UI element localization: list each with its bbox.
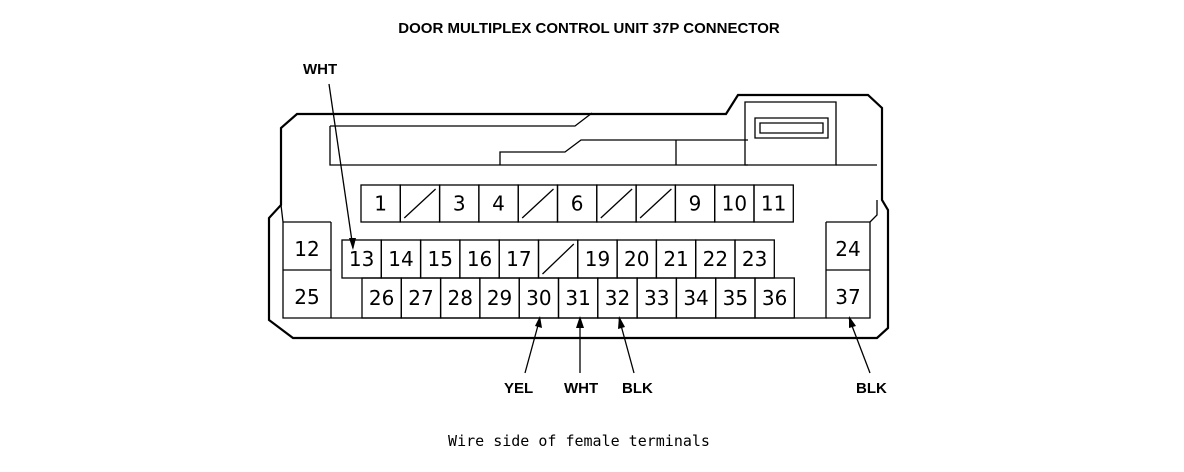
diagram-caption: Wire side of female terminals: [448, 432, 710, 450]
leader-pin30: [524, 317, 541, 374]
pin-label: 17: [506, 247, 531, 271]
leader-arrow-pin37: [849, 316, 856, 328]
pin-label: 20: [624, 247, 649, 271]
pin-label: 30: [526, 286, 551, 310]
wire-leaders: [328, 83, 871, 374]
pin-label: 37: [835, 285, 860, 309]
pin-label: 1: [374, 192, 387, 216]
unused-pin-slash: [639, 188, 672, 219]
pin-label: 29: [487, 286, 512, 310]
wire-label-pin30: YEL: [504, 380, 533, 397]
pin-label: 31: [565, 286, 590, 310]
unused-pin-slash: [542, 243, 575, 275]
pin-side-columns: 12 25 24 37: [294, 237, 860, 309]
pin-label: 15: [428, 247, 453, 271]
pin-label: 23: [742, 247, 767, 271]
leader-arrow-pin30: [535, 316, 542, 328]
pin-label: 33: [644, 286, 669, 310]
pin-label: 12: [294, 237, 319, 261]
unused-pin-slash: [521, 188, 554, 219]
pin-label: 32: [605, 286, 630, 310]
leader-pin37: [848, 317, 871, 374]
connector-latch: [329, 101, 877, 166]
pin-row-top: 1 3 4 6 9 10 11: [360, 184, 794, 223]
pin-label: 14: [388, 247, 413, 271]
pin-label: 6: [571, 192, 584, 216]
wire-label-pin31: WHT: [564, 380, 598, 397]
connector-housing: [267, 93, 890, 340]
pin-label: 16: [467, 247, 492, 271]
pin-label: 35: [723, 286, 748, 310]
pin-label: 34: [683, 286, 708, 310]
leader-arrow-pin31: [576, 316, 584, 328]
pin-label: 3: [453, 192, 466, 216]
wire-label-pin32: BLK: [622, 380, 653, 397]
pin-row-middle: 13 14 15 16 17 19 20 21 22 23: [341, 239, 775, 279]
pin-label: 13: [349, 247, 374, 271]
pin-row-bottom: 26 27 28 29 30 31 32 33 34 35 36: [361, 277, 795, 319]
diagram-title: DOOR MULTIPLEX CONTROL UNIT 37P CONNECTO…: [398, 20, 780, 37]
pin-label: 19: [585, 247, 610, 271]
unused-pin-slash: [600, 188, 633, 219]
wire-label-pin13: WHT: [303, 61, 337, 78]
pin-label: 28: [448, 286, 473, 310]
wire-label-pin37: BLK: [856, 380, 887, 397]
leader-arrow-pin13: [349, 238, 356, 250]
pin-cell: [753, 184, 794, 223]
leader-arrow-pin32: [618, 316, 625, 329]
unused-pin-slash: [403, 188, 437, 219]
pin-label: 26: [369, 286, 394, 310]
pin-label: 22: [703, 247, 728, 271]
pin-label: 21: [663, 247, 688, 271]
pin-label: 11: [761, 192, 786, 216]
leader-pin13: [328, 83, 354, 249]
pin-label: 9: [689, 192, 702, 216]
pin-label: 10: [722, 192, 747, 216]
pin-label: 24: [835, 237, 860, 261]
pin-label: 36: [762, 286, 787, 310]
pin-cell: [754, 277, 795, 319]
connector-inner-frame: [280, 200, 878, 319]
pin-label: 25: [294, 285, 319, 309]
pin-label: 4: [492, 192, 505, 216]
pin-label: 27: [408, 286, 433, 310]
